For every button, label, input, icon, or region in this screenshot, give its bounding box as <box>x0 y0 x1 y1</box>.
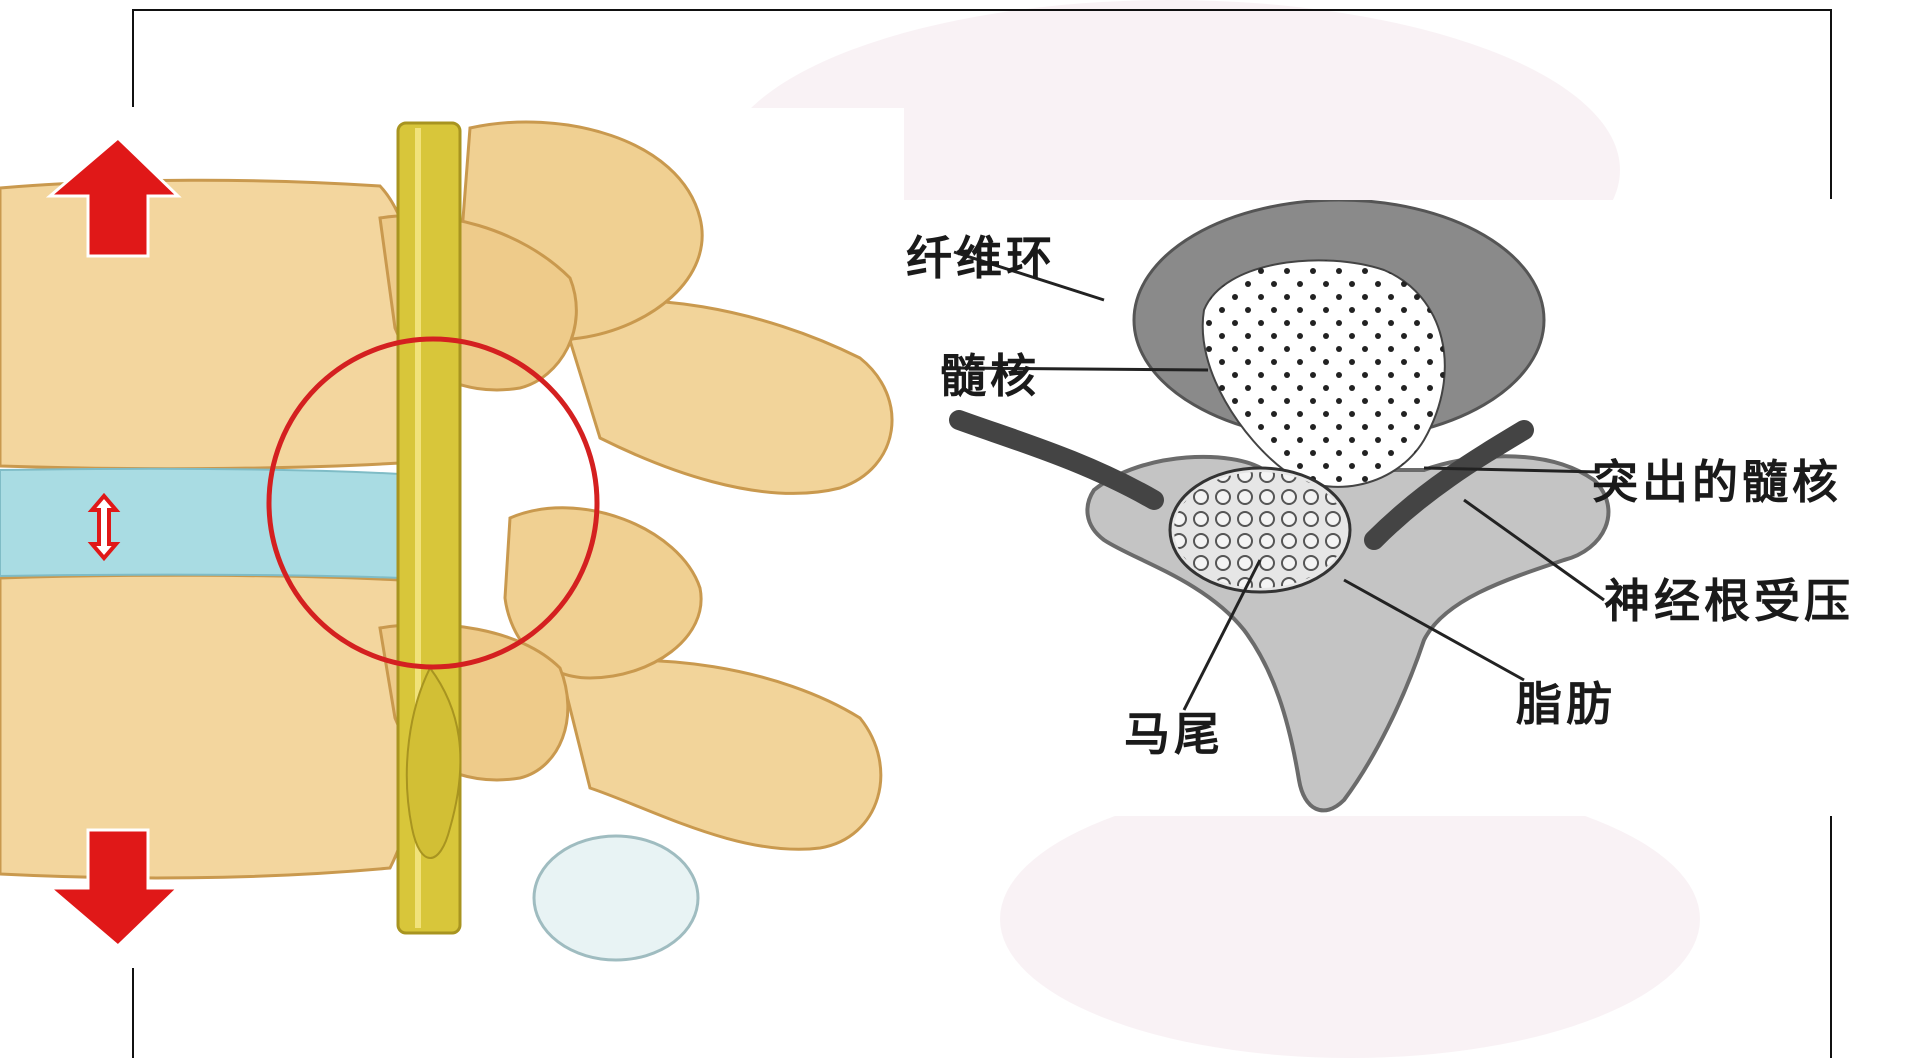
slide-frame-left <box>132 9 134 107</box>
spine-lateral-illustration <box>0 108 904 968</box>
label-cauda-equina: 马尾 <box>1124 698 1224 764</box>
label-nucleus: 髓核 <box>940 340 1040 406</box>
nucleus-dots <box>1203 260 1445 487</box>
nerve-root-left <box>959 420 1154 500</box>
upper-vertebral-body <box>0 180 417 468</box>
lower-vertebral-body <box>0 575 421 878</box>
label-herniated-nucleus: 突出的髓核 <box>1592 446 1842 512</box>
facet-joint-cap <box>534 836 698 960</box>
background-petal <box>1000 780 1700 1058</box>
label-fibrous-ring: 纤维环 <box>906 222 1056 288</box>
slide-frame-right <box>1830 9 1832 199</box>
label-nerve-root-compressed: 神经根受压 <box>1604 565 1854 631</box>
intervertebral-disc <box>0 469 402 578</box>
cauda-equina-fibers <box>1174 472 1346 588</box>
slide-frame-top <box>132 9 1832 11</box>
spinous-process-lower <box>560 660 881 849</box>
slide-frame-left <box>132 960 134 1058</box>
slide-frame-right <box>1830 816 1832 1058</box>
spine-lateral-svg <box>0 108 904 968</box>
label-fat: 脂肪 <box>1516 668 1616 734</box>
